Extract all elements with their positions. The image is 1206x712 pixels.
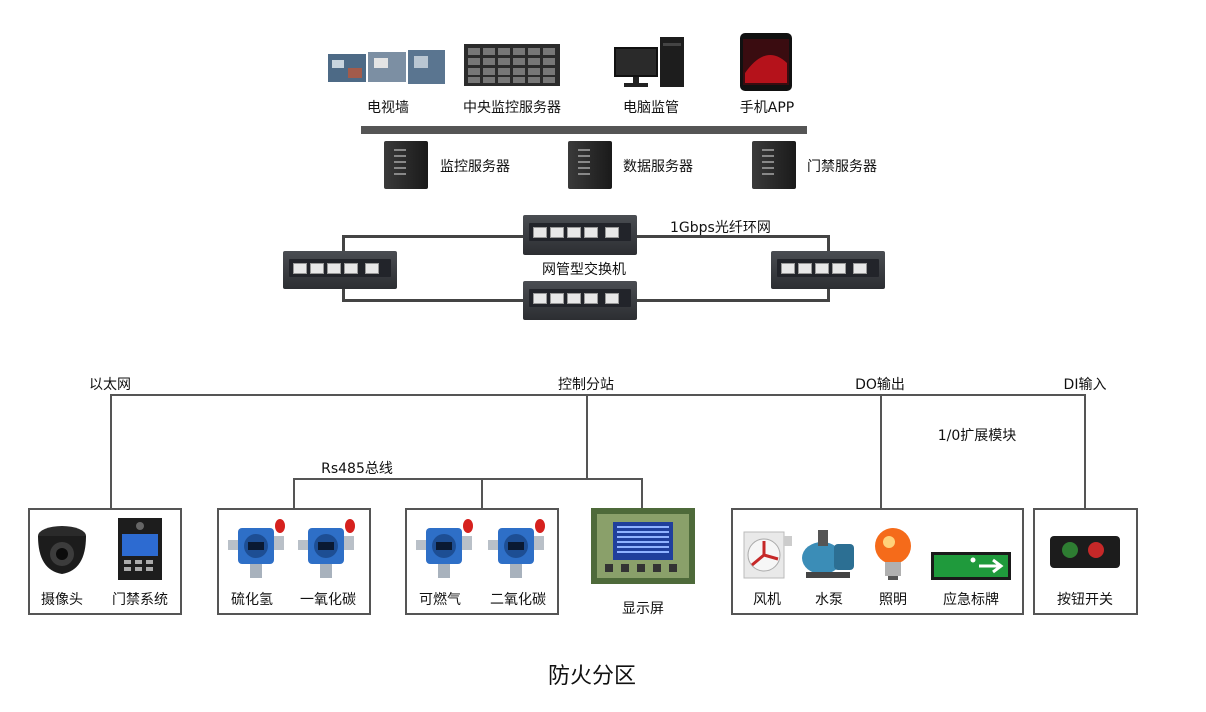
switch-label: 网管型交换机 <box>542 262 626 278</box>
switch-right <box>771 251 885 289</box>
control-drop <box>586 394 588 478</box>
access-server-icon <box>752 141 796 189</box>
monitor-server-label: 监控服务器 <box>440 159 510 175</box>
fan-image <box>740 528 794 582</box>
switch-bottom <box>523 281 637 320</box>
rs485-line <box>293 478 643 480</box>
do-drop <box>880 394 882 508</box>
combustible-detector-image <box>412 516 478 582</box>
di-input-label: DI输入 <box>1063 377 1107 393</box>
co-label: 一氧化碳 <box>300 592 356 608</box>
pump-image <box>800 518 860 580</box>
rs485-drop-2 <box>481 478 483 508</box>
emergency-sign-image <box>931 552 1011 580</box>
h2s-label: 硫化氢 <box>231 592 273 608</box>
access-server-label: 门禁服务器 <box>807 159 877 175</box>
access-system-label: 门禁系统 <box>112 592 168 608</box>
button-switch-image <box>1050 530 1120 574</box>
phone-label: 手机APP <box>739 100 795 116</box>
rs485-label: Rs485总线 <box>321 461 393 477</box>
do-output-label: DO输出 <box>855 377 905 393</box>
fire-zone-title: 防火分区 <box>547 664 637 689</box>
display-label: 显示屏 <box>622 601 664 617</box>
rs485-drop-3 <box>641 478 643 508</box>
access-system-image <box>118 518 162 580</box>
camera-image <box>34 518 90 580</box>
switch-top <box>523 215 637 255</box>
co2-detector-image <box>484 516 550 582</box>
data-server-icon <box>568 141 612 189</box>
io-module-label: 1/0扩展模块 <box>937 428 1017 444</box>
top-bus-bar <box>361 126 807 134</box>
phone-image <box>740 33 792 91</box>
rs485-drop-1 <box>293 478 295 508</box>
data-server-label: 数据服务器 <box>623 159 693 175</box>
tv-wall-image <box>328 48 445 88</box>
combustible-label: 可燃气 <box>419 592 461 608</box>
pc-image <box>614 35 686 89</box>
switch-left <box>283 251 397 289</box>
pump-label: 水泵 <box>815 592 843 608</box>
pc-label: 电脑监管 <box>623 100 679 116</box>
lighting-label: 照明 <box>879 592 907 608</box>
co2-label: 二氧化碳 <box>490 592 546 608</box>
central-server-image <box>464 44 560 86</box>
control-station-label: 控制分站 <box>558 377 614 393</box>
camera-label: 摄像头 <box>41 592 83 608</box>
central-server-label: 中央监控服务器 <box>463 100 561 116</box>
main-bus-line <box>110 394 1086 396</box>
co-detector-image <box>294 516 360 582</box>
emergency-sign-label: 应急标牌 <box>943 592 999 608</box>
monitor-server-icon <box>384 141 428 189</box>
button-switch-label: 按钮开关 <box>1057 592 1113 608</box>
fan-label: 风机 <box>753 592 781 608</box>
ethernet-label: 以太网 <box>89 377 131 393</box>
ethernet-drop <box>110 394 112 508</box>
ring-label: 1Gbps光纤环网 <box>670 220 771 236</box>
display-panel-image <box>591 508 695 584</box>
h2s-detector-image <box>224 516 290 582</box>
di-drop <box>1084 394 1086 508</box>
tv-wall-label: 电视墙 <box>367 100 409 116</box>
lighting-image <box>871 526 915 582</box>
